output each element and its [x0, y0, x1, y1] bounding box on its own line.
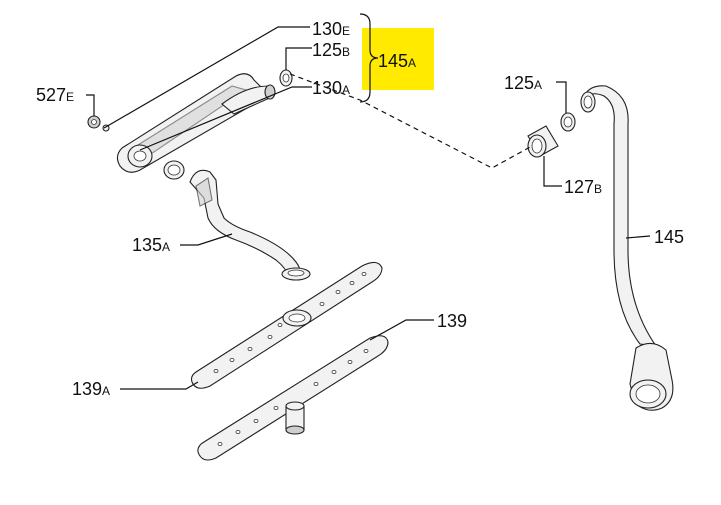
label-125a: 125A	[504, 73, 542, 93]
connector-127b	[527, 125, 559, 158]
spray-arm-139a	[190, 261, 383, 389]
hose-145	[580, 85, 674, 411]
leader-139a	[120, 381, 199, 390]
alignment-dashed-line	[289, 73, 533, 169]
group-bracket	[359, 13, 379, 103]
leader-125b	[285, 47, 312, 70]
label-135a: 135A	[132, 235, 170, 255]
leader-139	[369, 319, 434, 341]
label-127b: 127B	[564, 177, 602, 197]
label-125b: 125B	[312, 40, 350, 60]
label-139: 139	[437, 311, 467, 331]
label-130a: 130A	[312, 78, 350, 98]
upper-spray-arm	[116, 73, 276, 173]
label-139a: 139A	[72, 379, 110, 399]
bent-pipe-135a	[189, 169, 311, 281]
leader-135a	[180, 233, 233, 246]
leader-130a	[139, 86, 312, 151]
nut-527e	[87, 115, 110, 132]
leader-125a	[556, 81, 567, 113]
label-145: 145	[654, 227, 684, 247]
label-130e: 130E	[312, 19, 350, 39]
leader-527e	[86, 94, 95, 116]
label-145a: 145A	[378, 51, 416, 71]
spray-arm-139	[197, 335, 389, 461]
leader-145	[625, 235, 651, 239]
leader-127b	[543, 156, 562, 187]
label-527e: 527E	[36, 85, 74, 105]
leader-130e	[103, 26, 310, 129]
